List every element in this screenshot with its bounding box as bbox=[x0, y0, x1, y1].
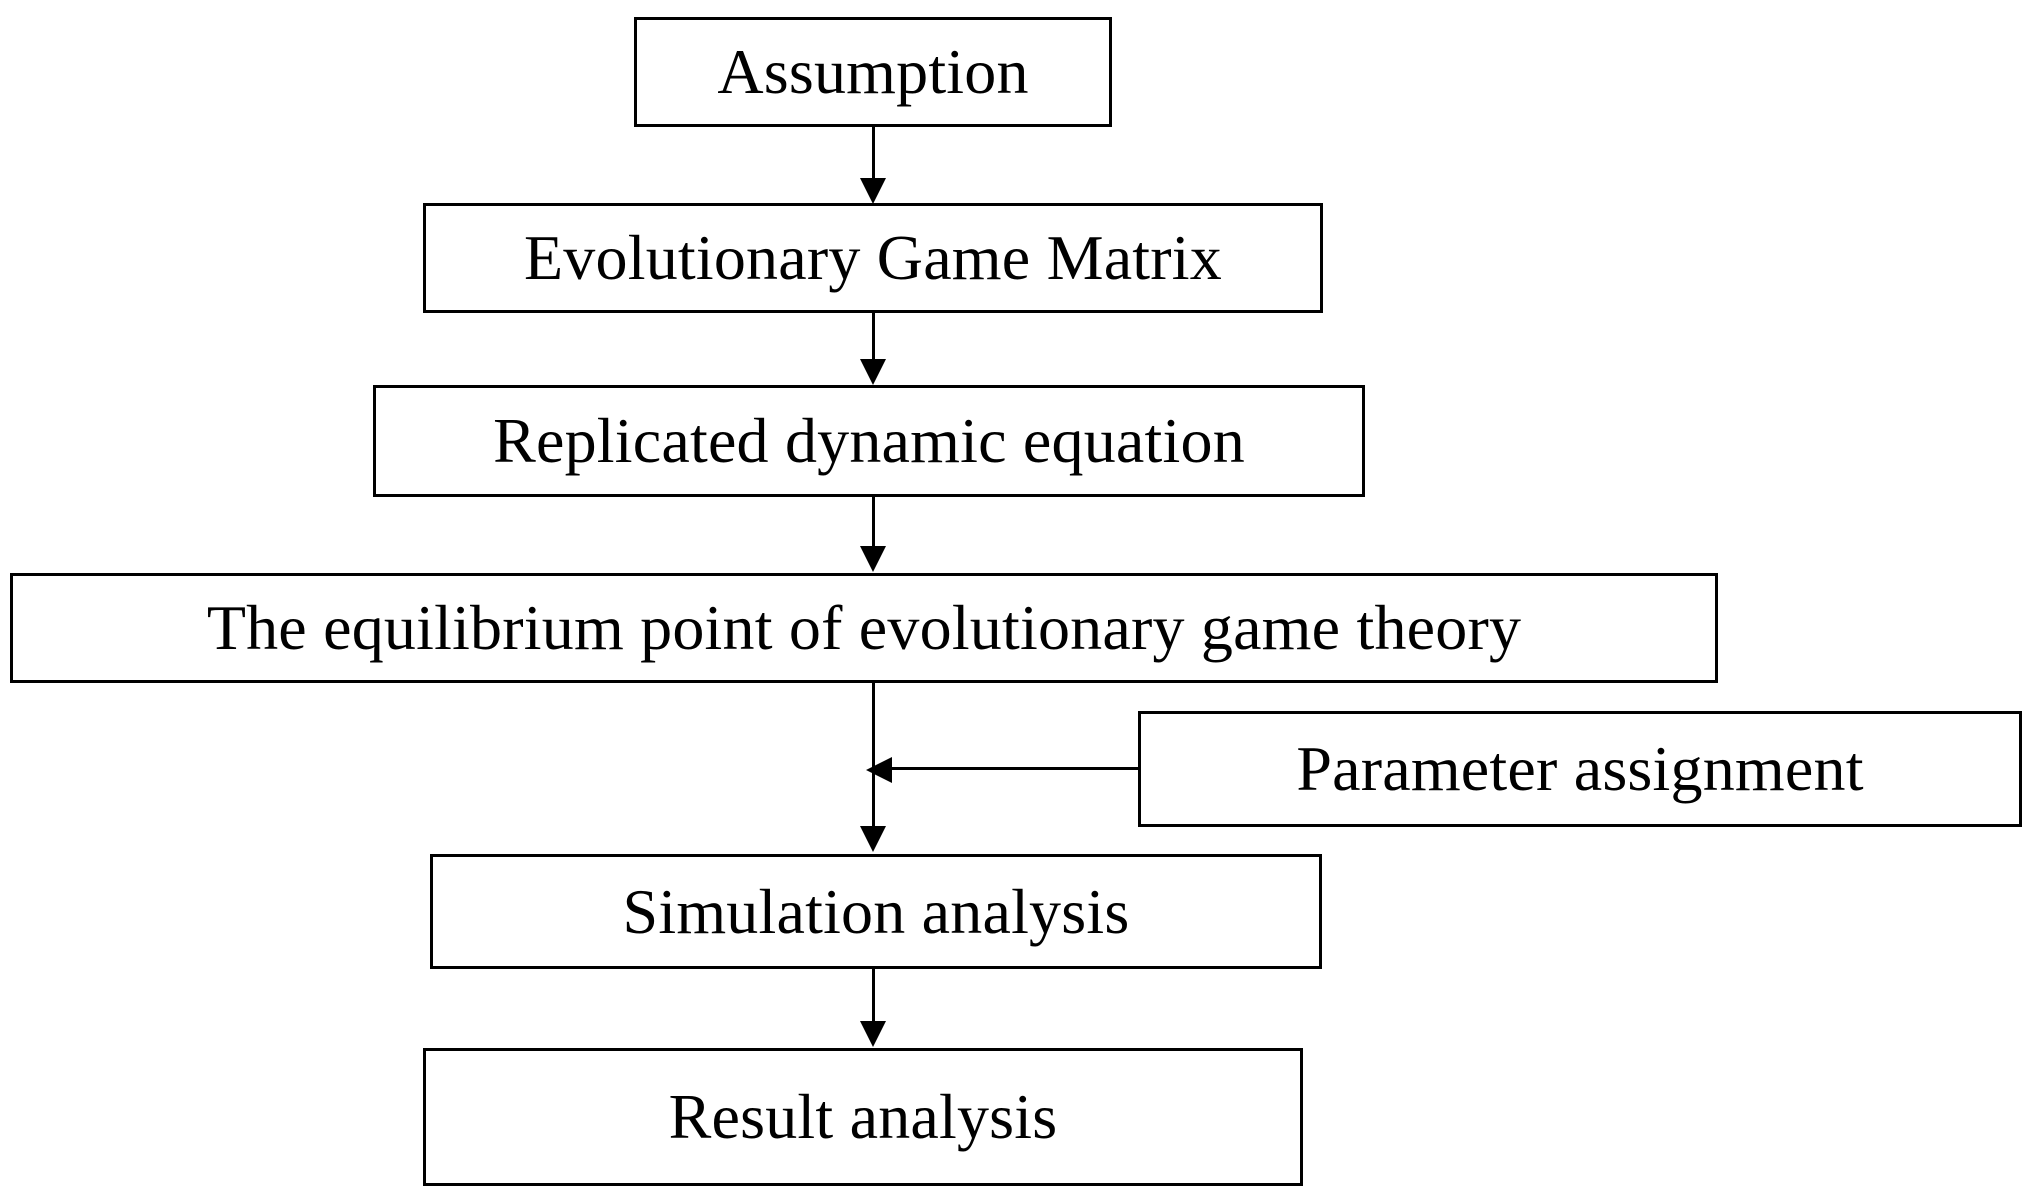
arrowhead-down-icon bbox=[860, 826, 886, 852]
arrowhead-down-icon bbox=[860, 1021, 886, 1047]
connector-dynamic-equation-to-equilibrium-point bbox=[872, 497, 875, 547]
connector-assumption-to-game-matrix bbox=[872, 127, 875, 181]
node-result-analysis-label: Result analysis bbox=[668, 1081, 1058, 1152]
arrowhead-down-icon bbox=[860, 546, 886, 572]
node-evolutionary-game-matrix[interactable]: Evolutionary Game Matrix bbox=[423, 203, 1323, 313]
node-equilibrium-point-label: The equilibrium point of evolutionary ga… bbox=[206, 592, 1522, 663]
node-simulation-analysis-label: Simulation analysis bbox=[622, 875, 1130, 947]
node-evolutionary-game-matrix-label: Evolutionary Game Matrix bbox=[524, 222, 1222, 293]
node-result-analysis[interactable]: Result analysis bbox=[423, 1048, 1303, 1186]
connector-equilibrium-point-to-simulation-analysis bbox=[872, 683, 875, 828]
arrowhead-down-icon bbox=[860, 359, 886, 385]
connector-parameter-assignment-to-spine bbox=[884, 767, 1140, 770]
node-replicated-dynamic-equation-label: Replicated dynamic equation bbox=[493, 405, 1245, 476]
connector-game-matrix-to-dynamic-equation bbox=[872, 313, 875, 361]
arrowhead-left-icon bbox=[866, 757, 892, 783]
node-assumption[interactable]: Assumption bbox=[634, 17, 1112, 127]
node-simulation-analysis[interactable]: Simulation analysis bbox=[430, 854, 1322, 969]
arrowhead-down-icon bbox=[860, 178, 886, 204]
node-equilibrium-point[interactable]: The equilibrium point of evolutionary ga… bbox=[10, 573, 1718, 683]
node-replicated-dynamic-equation[interactable]: Replicated dynamic equation bbox=[373, 385, 1365, 497]
node-parameter-assignment-label: Parameter assignment bbox=[1296, 733, 1864, 804]
connector-simulation-analysis-to-result-analysis bbox=[872, 969, 875, 1023]
node-assumption-label: Assumption bbox=[717, 36, 1029, 107]
node-parameter-assignment[interactable]: Parameter assignment bbox=[1138, 711, 2022, 827]
